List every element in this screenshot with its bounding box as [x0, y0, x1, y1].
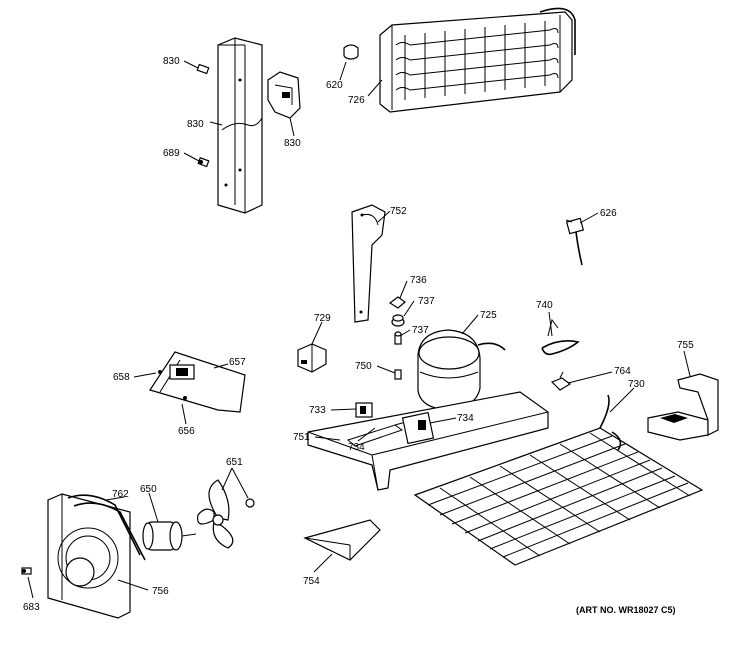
screw-689-part [197, 157, 210, 168]
label-756: 756 [152, 586, 169, 597]
label-733: 733 [309, 405, 326, 416]
bracket-762-part [67, 494, 146, 561]
vertical-rail-part [217, 37, 263, 214]
label-762: 762 [112, 489, 129, 500]
clip-764-part [550, 371, 572, 391]
label-650: 650 [140, 484, 157, 495]
label-755: 755 [677, 340, 694, 351]
label-725: 725 [480, 310, 497, 321]
label-620: 620 [326, 80, 343, 91]
bracket-755-part [647, 373, 719, 441]
label-830-screw: 830 [163, 56, 180, 67]
fan-motor-650-part [142, 521, 197, 551]
fan-blade-651-part [196, 479, 234, 549]
label-683: 683 [23, 602, 40, 613]
label-626: 626 [600, 208, 617, 219]
label-729: 729 [314, 313, 331, 324]
leader-lines [27, 60, 691, 599]
label-830-rail: 830 [187, 119, 204, 130]
terminal-cover-734-part [401, 411, 435, 445]
label-726: 726 [348, 95, 365, 106]
label-751: 751 [293, 432, 310, 443]
condenser-coil-part [379, 7, 576, 113]
label-750: 750 [355, 361, 372, 372]
grommet-620-part [343, 44, 359, 60]
part-number-labels: 830 830 689 830 620 726 752 626 736 737 … [23, 56, 694, 615]
compressor-725-part [417, 329, 506, 411]
label-736: 736 [410, 275, 427, 286]
heater-740-part [541, 318, 580, 356]
label-658: 658 [113, 372, 130, 383]
capacitor-626-part [565, 217, 585, 266]
screw-830-part [196, 63, 210, 75]
label-689: 689 [163, 148, 180, 159]
grommet-737b-part [394, 331, 402, 345]
relay-729-part [297, 343, 327, 373]
clip-736-part [388, 296, 406, 309]
label-737-lower: 737 [412, 325, 429, 336]
relay-bracket-830-part [267, 71, 301, 119]
label-734-left: 734 [348, 442, 365, 453]
overload-733-part [355, 402, 373, 418]
label-737-upper: 737 [418, 296, 435, 307]
grommet-737a-part [391, 314, 405, 327]
label-764: 764 [614, 366, 631, 377]
label-752: 752 [390, 206, 407, 217]
nut-651-part [245, 498, 255, 508]
label-730: 730 [628, 379, 645, 390]
screw-683-part [21, 567, 32, 575]
fan-shroud-756-part [47, 493, 131, 619]
label-651: 651 [226, 457, 243, 468]
compressor-base-751-part [307, 391, 549, 491]
label-830-bracket: 830 [284, 138, 301, 149]
label-754: 754 [303, 576, 320, 587]
bolt-750-part [394, 369, 402, 380]
compressor-bracket-752-part [351, 204, 386, 323]
art-number: (ART NO. WR18027 C5) [576, 605, 676, 615]
condenser-grid-730-part [413, 394, 704, 566]
label-740: 740 [536, 300, 553, 311]
label-657: 657 [229, 357, 246, 368]
drain-pan-754-part [303, 519, 381, 561]
heater-plate-657-part [149, 351, 246, 413]
label-656: 656 [178, 426, 195, 437]
label-734-right: 734 [457, 413, 474, 424]
